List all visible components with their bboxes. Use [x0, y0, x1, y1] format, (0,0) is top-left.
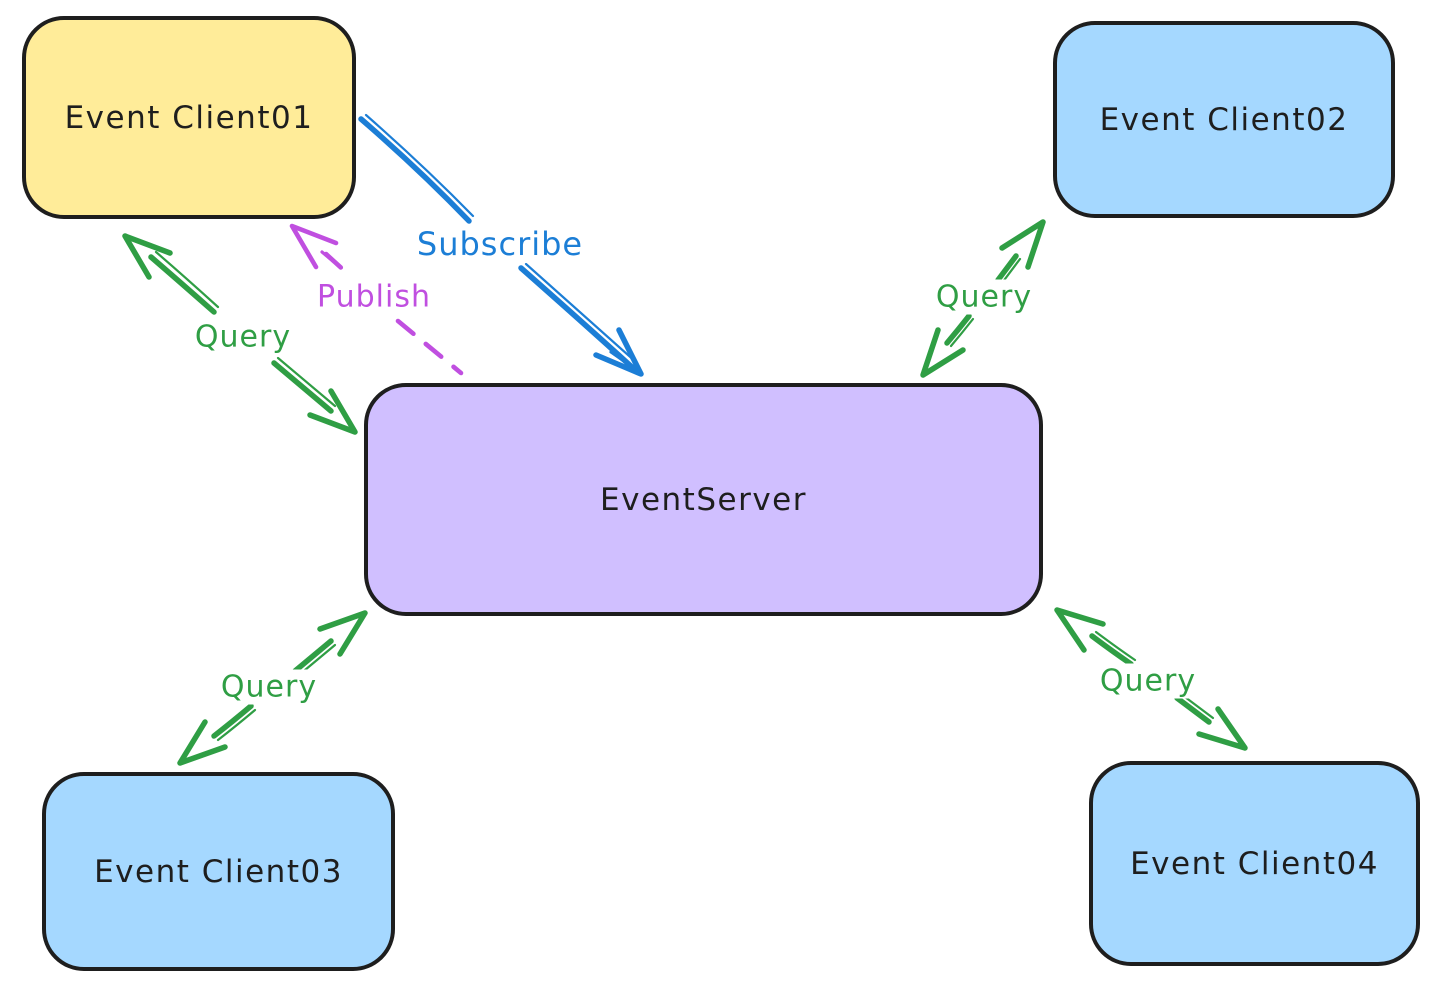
- query-edge-label-client02: Query: [932, 279, 1036, 315]
- query-arrow-client04: [1054, 607, 1248, 751]
- node-event-client03-label: Event Client03: [94, 853, 343, 890]
- node-event-client01: Event Client01: [22, 16, 356, 219]
- query-edge-label-client01: Query: [191, 319, 295, 355]
- query-arrow-client03: [177, 610, 368, 766]
- query-edge-label-client04: Query: [1096, 663, 1200, 699]
- subscribe-arrow: [358, 113, 644, 377]
- node-event-client04-label: Event Client04: [1130, 845, 1379, 882]
- subscribe-edge-label: Subscribe: [413, 225, 587, 263]
- node-event-client03: Event Client03: [42, 772, 395, 971]
- node-event-server-label: EventServer: [600, 481, 807, 518]
- publish-edge-label: Publish: [314, 279, 434, 315]
- node-event-client01-label: Event Client01: [64, 99, 314, 136]
- query-arrow-client01: [122, 233, 358, 435]
- query-arrow-client02: [920, 219, 1046, 378]
- node-event-client02: Event Client02: [1053, 21, 1395, 218]
- node-event-server: EventServer: [364, 383, 1043, 616]
- query-edge-label-client03: Query: [217, 669, 321, 705]
- publish-arrow: [289, 223, 464, 376]
- node-event-client02-label: Event Client02: [1099, 101, 1349, 138]
- node-event-client04: Event Client04: [1089, 761, 1420, 966]
